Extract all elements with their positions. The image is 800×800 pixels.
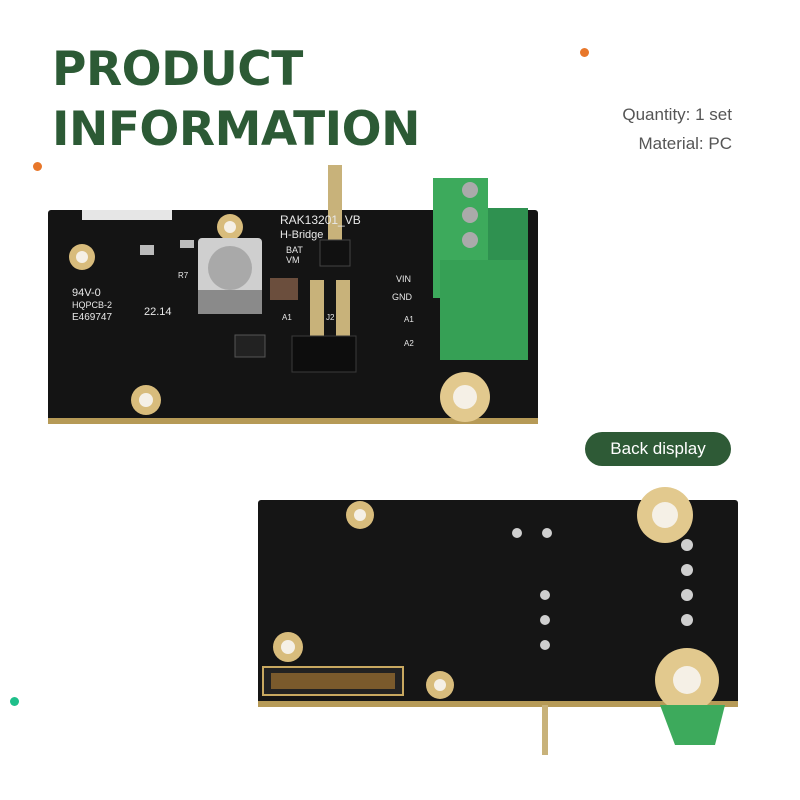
silk-a1: A1 [404, 315, 414, 324]
silk-model: RAK13201_VB [280, 213, 361, 227]
silk-r7: R7 [178, 271, 189, 280]
material-text: Material: PC [638, 134, 732, 153]
silk-gnd: GND [392, 292, 413, 302]
orange-dot-left [33, 162, 42, 171]
solder-joint [681, 589, 693, 601]
header-pin [310, 280, 324, 340]
silk-vm: VM [286, 255, 300, 265]
silk-j2: J2 [326, 313, 335, 322]
solder-joint [681, 539, 693, 551]
silk-pin-a1: A1 [282, 313, 292, 322]
screw-icon [462, 182, 478, 198]
silk-vin: VIN [396, 274, 411, 284]
header-pin [336, 280, 350, 340]
title-line-1: PRODUCT [52, 42, 303, 97]
silk-bat: BAT [286, 245, 303, 255]
silk-hqpcb: HQPCB-2 [72, 300, 112, 310]
green-dot-left [10, 697, 19, 706]
back-board-photo [258, 487, 738, 755]
silk-a2: A2 [404, 339, 414, 348]
solder-joint [681, 614, 693, 626]
silk-sub: H-Bridge [280, 229, 323, 241]
front-pcb [48, 210, 538, 422]
screw-terminal [660, 705, 725, 745]
capacitor [270, 278, 298, 300]
header-pin [328, 165, 342, 245]
back-pcb [258, 500, 738, 705]
solder-joint [681, 564, 693, 576]
ic-chip [234, 334, 266, 358]
silk-cert: E469747 [72, 312, 112, 323]
screw-icon [462, 207, 478, 223]
pin-header-block [291, 335, 357, 373]
front-board-photo: RAK13201_VB H-Bridge BAT VM VIN GND A1 A… [48, 165, 538, 424]
silk-date: 22.14 [144, 306, 172, 318]
solder-joint [512, 528, 522, 538]
front-pcb-edge [48, 418, 538, 424]
solder-joint [540, 615, 550, 625]
quantity-text: Quantity: 1 set [622, 105, 732, 124]
title-line-2: INFORMATION [52, 102, 420, 157]
page-title: PRODUCT INFORMATION [52, 40, 420, 160]
back-pcb-edge [258, 701, 738, 707]
back-display-badge: Back display [585, 432, 731, 466]
silk-rating: 94V-0 [72, 287, 101, 299]
product-specs: Quantity: 1 set Material: PC [622, 100, 732, 158]
screw-icon [462, 232, 478, 248]
solder-joint [540, 590, 550, 600]
header-pin [542, 705, 548, 755]
orange-dot-top [580, 48, 589, 57]
solder-joint [540, 640, 550, 650]
solder-joint [542, 528, 552, 538]
